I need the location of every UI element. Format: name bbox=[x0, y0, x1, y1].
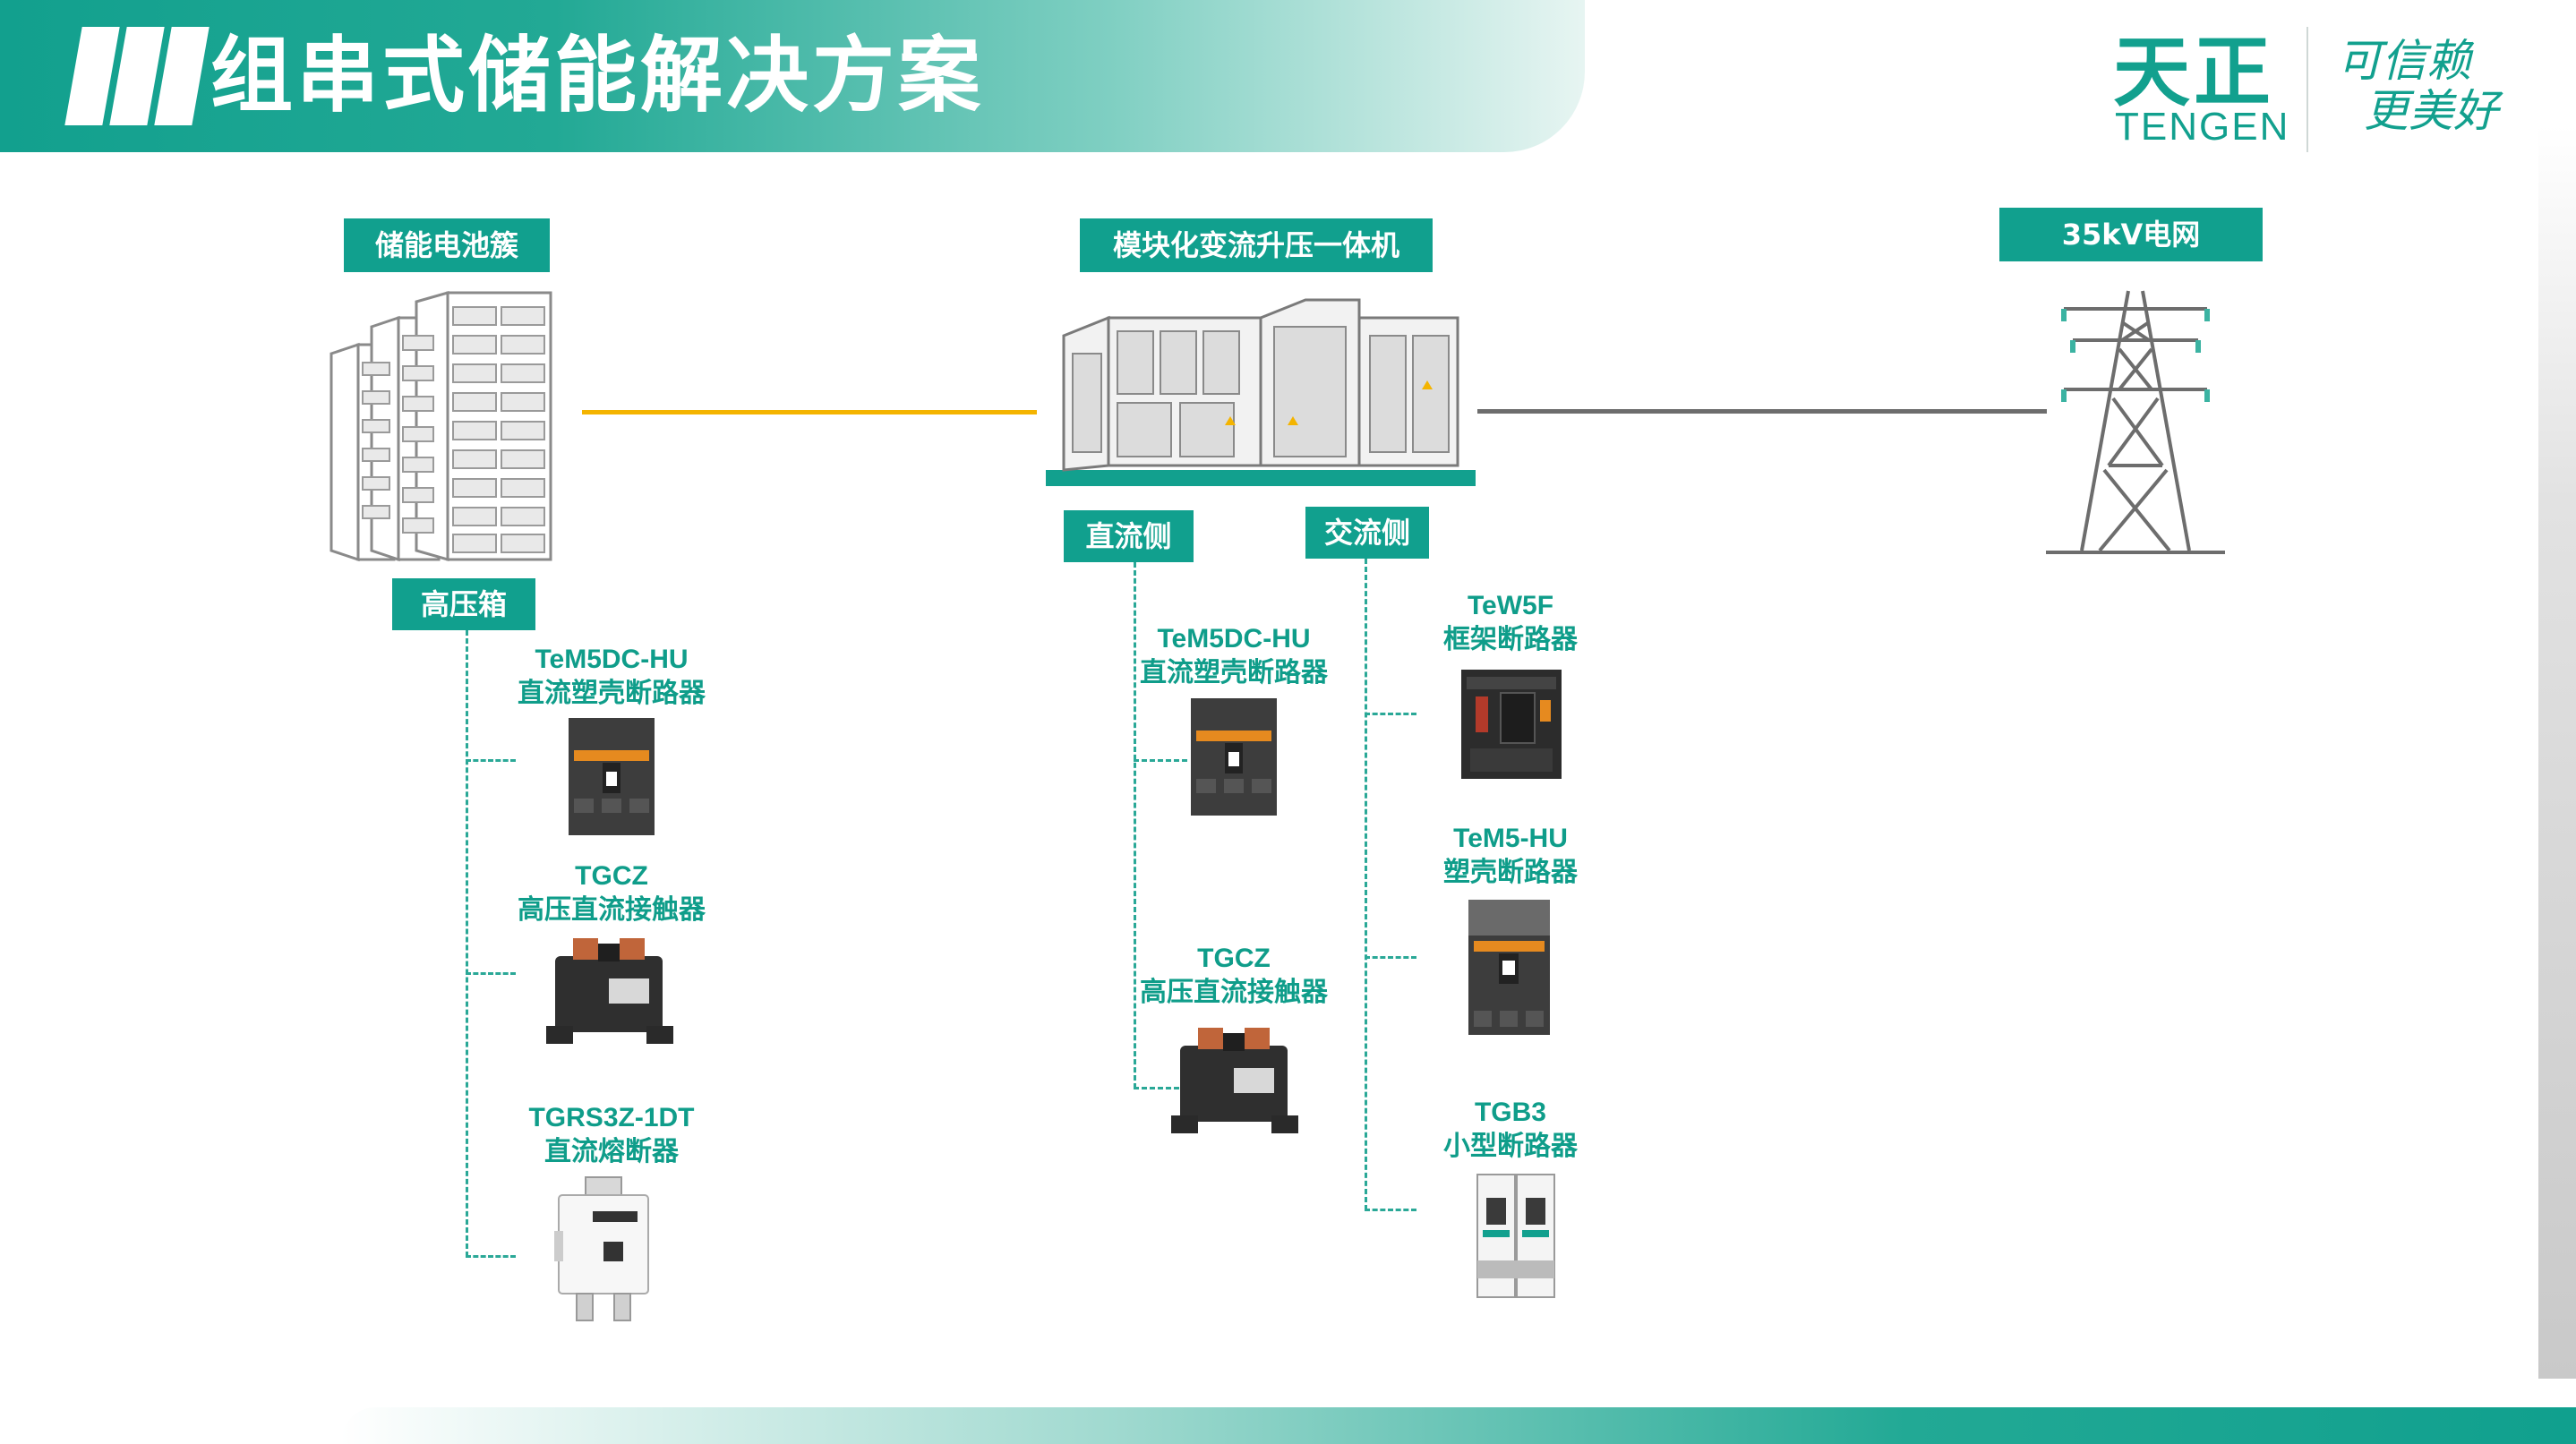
converter-unit-icon bbox=[1046, 298, 1476, 486]
mccb-icon bbox=[1191, 698, 1277, 816]
hv-box-branch-line bbox=[466, 630, 468, 1257]
contactor-icon bbox=[1171, 1028, 1298, 1133]
product-name: 小型断路器 bbox=[1443, 1131, 1578, 1162]
ac-side-branch-3 bbox=[1365, 1209, 1416, 1211]
product-model: TGCZ bbox=[1197, 944, 1271, 973]
acb-icon bbox=[1461, 670, 1562, 779]
product-name: 高压直流接触器 bbox=[518, 894, 706, 926]
battery-cluster-label: 储能电池簇 bbox=[344, 218, 550, 272]
mccb-icon bbox=[1468, 900, 1550, 1035]
ac-side-branch-1 bbox=[1365, 713, 1416, 715]
mccb-icon bbox=[569, 718, 655, 835]
ac-side-label: 交流侧 bbox=[1305, 507, 1429, 559]
converter-label: 模块化变流升压一体机 bbox=[1080, 218, 1433, 272]
brand-divider bbox=[2306, 27, 2308, 152]
battery-rack-icon bbox=[329, 291, 552, 562]
hv-box-branch-2 bbox=[466, 972, 516, 975]
product-name: 高压直流接触器 bbox=[1140, 977, 1328, 1008]
header-band bbox=[0, 0, 1585, 152]
fuse-icon bbox=[554, 1176, 649, 1321]
brand-name-en: TENGEN bbox=[2115, 105, 2290, 149]
product-name: 框架断路器 bbox=[1443, 624, 1578, 655]
brand-name-cn: 天正 bbox=[2113, 28, 2274, 117]
product-name: 直流熔断器 bbox=[544, 1136, 679, 1167]
mcb-icon bbox=[1476, 1174, 1555, 1298]
product-model: TeM5DC-HU bbox=[1157, 624, 1311, 654]
product-model: TeW5F bbox=[1467, 591, 1554, 620]
dc-link-line bbox=[582, 410, 1037, 414]
product-model: TGB3 bbox=[1474, 1098, 1546, 1127]
product-name: 直流塑壳断路器 bbox=[518, 678, 706, 709]
contactor-icon bbox=[546, 938, 673, 1044]
ac-side-branch-line bbox=[1365, 559, 1367, 1210]
grid-label: 35kV电网 bbox=[1999, 208, 2263, 261]
ac-side-branch-2 bbox=[1365, 956, 1416, 959]
slogan-line-1: 可信赖 bbox=[2337, 35, 2471, 87]
ac-link-line bbox=[1477, 409, 2047, 414]
dc-side-branch-line bbox=[1134, 562, 1136, 1089]
hv-box-branch-3 bbox=[466, 1255, 516, 1258]
product-model: TGCZ bbox=[575, 861, 648, 891]
product-model: TGRS3Z-1DT bbox=[528, 1103, 695, 1132]
product-model: TeM5DC-HU bbox=[535, 645, 689, 674]
slogan-line-2: 更美好 bbox=[2364, 85, 2498, 137]
dc-side-branch-2 bbox=[1134, 1087, 1187, 1089]
product-model: TeM5-HU bbox=[1453, 824, 1568, 853]
dc-side-label: 直流侧 bbox=[1064, 510, 1194, 562]
transmission-tower-icon bbox=[2046, 290, 2225, 554]
product-name: 塑壳断路器 bbox=[1443, 857, 1578, 888]
footer-band bbox=[340, 1407, 2576, 1444]
product-name: 直流塑壳断路器 bbox=[1140, 657, 1328, 688]
right-edge-decoration bbox=[2538, 125, 2576, 1379]
hv-box-branch-1 bbox=[466, 759, 516, 762]
page-title: 组串式储能解决方案 bbox=[210, 28, 985, 124]
dc-side-branch-1 bbox=[1134, 759, 1187, 762]
hv-box-label: 高压箱 bbox=[392, 578, 535, 630]
